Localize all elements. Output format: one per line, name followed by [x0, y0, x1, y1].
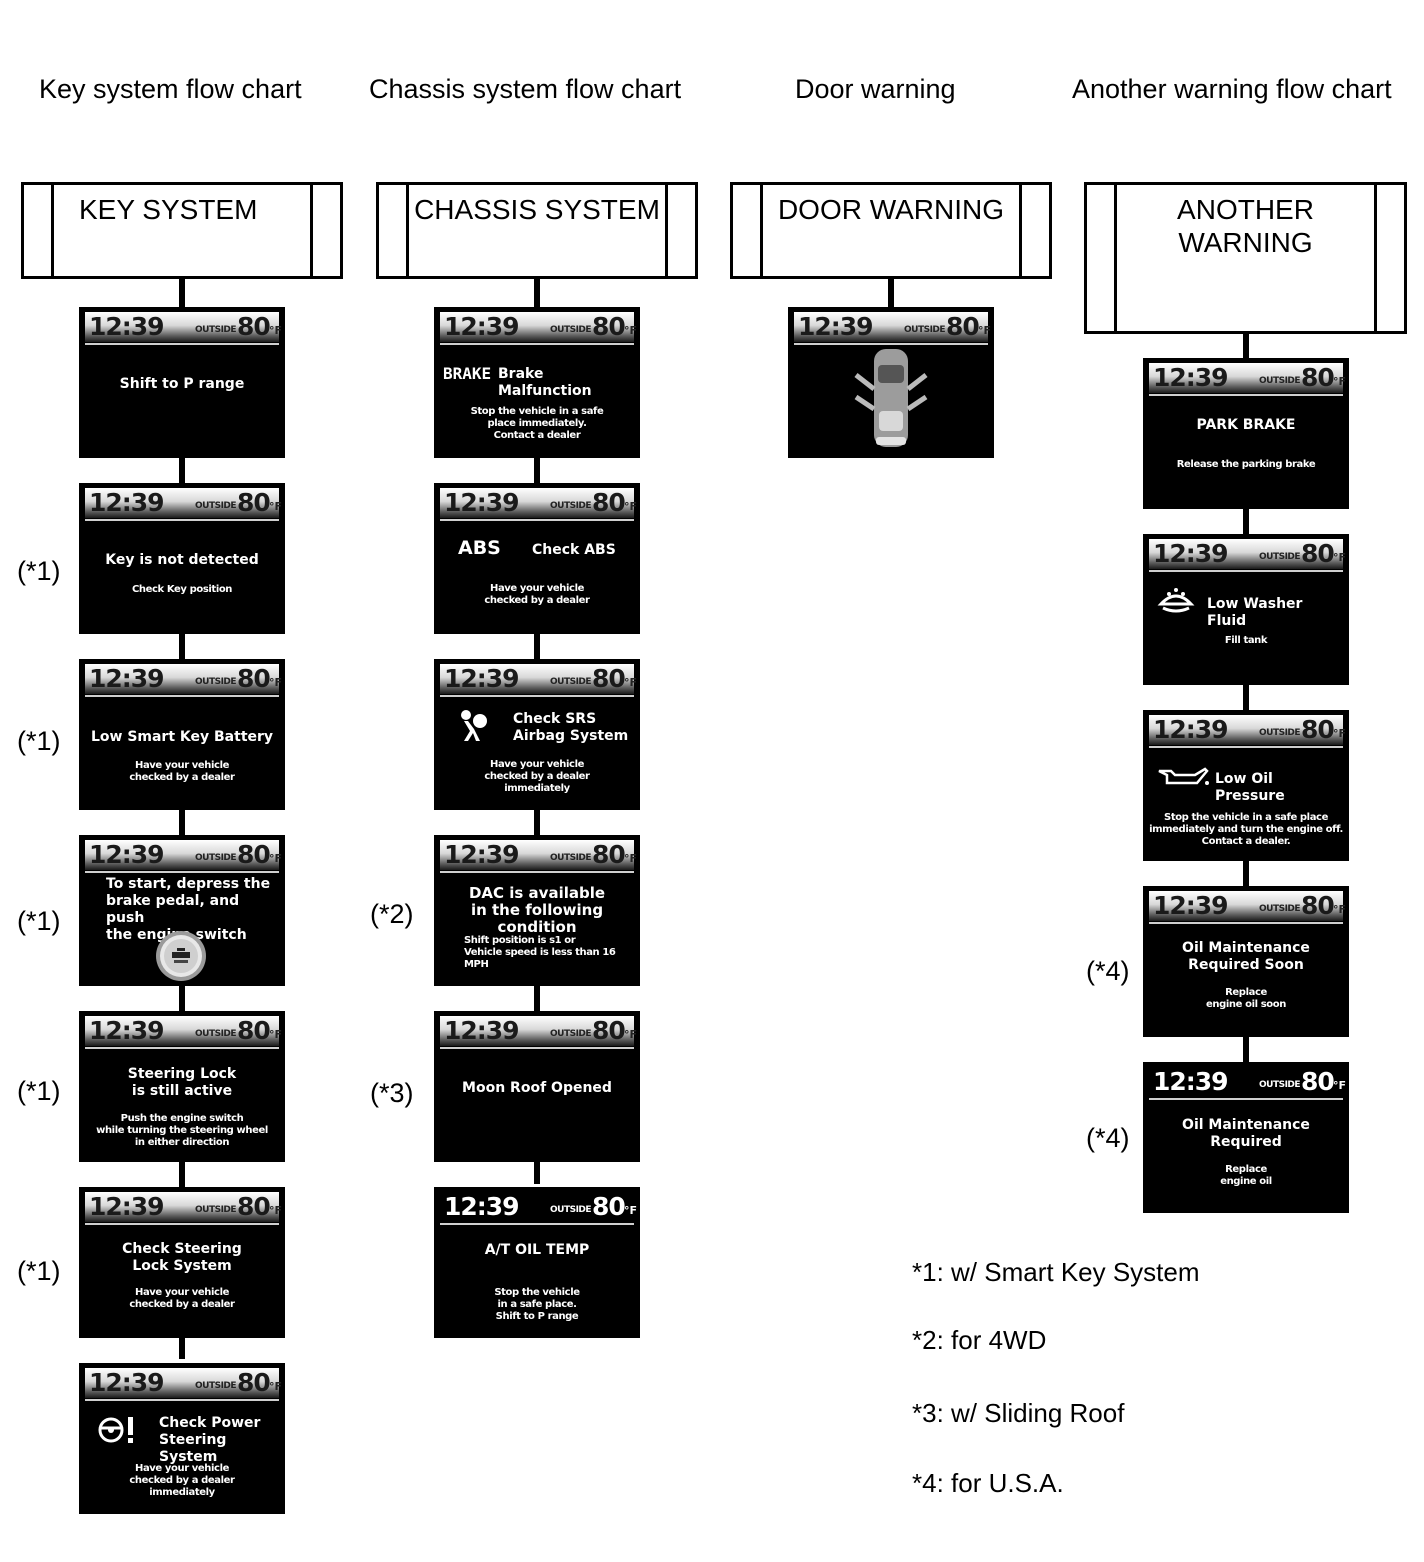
engine-start-button-icon	[156, 931, 206, 981]
screen-submessage: Have your vehicle checked by a dealer im…	[129, 1463, 235, 1498]
another-warning-header: ANOTHER WARNING	[1084, 182, 1407, 334]
note-sliding-roof: (*3)	[370, 1078, 414, 1108]
screen-message: Steering Lock is still active	[127, 1066, 237, 1099]
screen-submessage: Fill tank	[1224, 635, 1268, 646]
screen-message: A/T OIL TEMP	[484, 1242, 590, 1258]
car-open-doors-icon	[854, 349, 928, 447]
screen-message: Check ABS	[532, 542, 616, 558]
screen-message: Low Washer Fluid	[1207, 596, 1303, 629]
screen-submessage: Stop the vehicle in a safe place. Shift …	[494, 1287, 580, 1322]
screen-submessage: Check Key position	[131, 584, 233, 595]
screen-message: DAC is available in the following condit…	[468, 884, 606, 936]
screen-message: Shift to P range	[119, 376, 245, 392]
oil-pressure-icon	[1158, 767, 1209, 785]
note-smart-key: (*1)	[17, 556, 61, 586]
note-smart-key: (*1)	[17, 726, 61, 756]
footnote-smart-key: *1: w/ Smart Key System	[912, 1257, 1200, 1287]
footnote-sliding-roof: *3: w/ Sliding Roof	[912, 1398, 1125, 1428]
screen-message: Moon Roof Opened	[462, 1080, 612, 1096]
screen-submessage: Have your vehicle checked by a dealer	[129, 1287, 235, 1310]
screen-message: Check Steering Lock System	[122, 1241, 242, 1274]
footnote-usa: *4: for U.S.A.	[912, 1468, 1064, 1498]
screen-submessage: Shift position is s1 or Vehicle speed is…	[464, 935, 616, 970]
screen-message: Check SRS Airbag System	[513, 711, 629, 744]
key-system-header: KEY SYSTEM	[21, 182, 343, 279]
key-system-header-label: KEY SYSTEM	[79, 194, 258, 225]
screen-submessage: Have your vehicle checked by a dealer	[484, 583, 590, 606]
door-connector-line	[888, 279, 894, 309]
screen-submessage: Have your vehicle checked by a dealer im…	[484, 759, 590, 794]
screen-submessage: Replace engine oil	[1220, 1164, 1272, 1187]
screen-message: Low Oil Pressure	[1215, 771, 1285, 804]
screen-message: Brake Malfunction	[498, 366, 592, 399]
another-flow-title: Another warning flow chart	[1072, 74, 1392, 104]
note-smart-key: (*1)	[17, 906, 61, 936]
chassis-system-header: CHASSIS SYSTEM	[376, 182, 698, 279]
note-smart-key: (*1)	[17, 1256, 61, 1286]
screen-submessage: Stop the vehicle in a safe place immedia…	[1149, 812, 1343, 847]
screen-message: Key is not detected	[105, 552, 259, 568]
another-warning-header-label: ANOTHER WARNING	[1177, 194, 1314, 258]
door-warning-header-label: DOOR WARNING	[777, 194, 1005, 225]
door-warning-header: DOOR WARNING	[730, 182, 1052, 279]
note-smart-key: (*1)	[17, 1076, 61, 1106]
power-steering-warning-icon	[98, 1417, 133, 1443]
note-usa: (*4)	[1086, 1123, 1130, 1153]
note-4wd: (*2)	[370, 899, 414, 929]
screen-message: Low Smart Key Battery	[90, 729, 274, 745]
footnote-4wd: *2: for 4WD	[912, 1325, 1047, 1355]
screen-message: Check Power Steering System	[159, 1415, 261, 1465]
screen-message: PARK BRAKE	[1196, 417, 1296, 433]
key-flow-title: Key system flow chart	[39, 74, 302, 104]
another-connector-line	[1243, 334, 1249, 1064]
screen-submessage: Stop the vehicle in a safe place immedia…	[470, 406, 604, 441]
screen-submessage: Replace engine oil soon	[1206, 987, 1286, 1010]
note-usa: (*4)	[1086, 956, 1130, 986]
brake-indicator-label: BRAKE	[443, 364, 492, 383]
screen-submessage: Have your vehicle checked by a dealer	[129, 760, 235, 783]
chassis-flow-title: Chassis system flow chart	[369, 74, 682, 104]
screen-submessage: Push the engine switch while turning the…	[96, 1113, 268, 1148]
screen-message: Oil Maintenance Required	[1182, 1117, 1310, 1150]
chassis-system-header-label: CHASSIS SYSTEM	[414, 194, 660, 225]
screen-message: Oil Maintenance Required Soon	[1182, 940, 1310, 973]
key-connector-line	[179, 279, 185, 1359]
door-flow-title: Door warning	[795, 74, 956, 104]
abs-indicator-label: ABS	[458, 537, 501, 559]
airbag-icon	[461, 710, 487, 741]
washer-fluid-icon	[1157, 588, 1195, 613]
screen-submessage: Release the parking brake	[1176, 459, 1316, 470]
